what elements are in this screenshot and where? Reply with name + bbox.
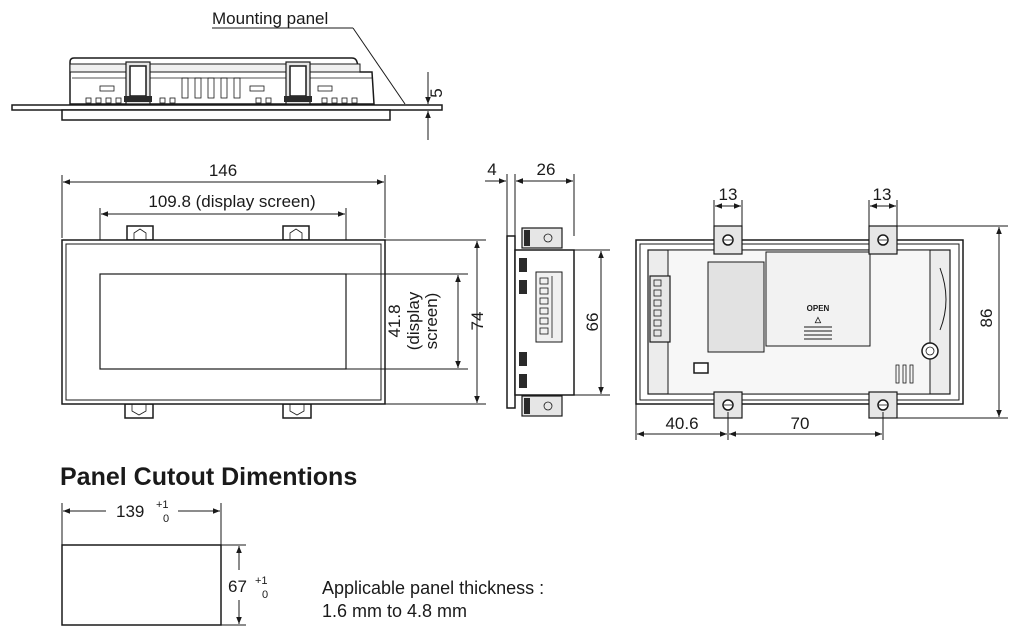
side-bracket-bottom xyxy=(521,395,563,417)
display-height-text1: (display xyxy=(404,291,423,350)
rear-battery-edge xyxy=(939,267,947,331)
panel-thickness-value: 5 xyxy=(427,88,446,97)
top-terminals xyxy=(85,97,358,104)
side-height-value: 66 xyxy=(583,313,602,332)
front-view: 146 109.8 (display screen) xyxy=(61,161,487,419)
cutout-height-value: 67 xyxy=(228,577,247,596)
rear-vents xyxy=(895,364,914,384)
panel-thickness-line1: Applicable panel thickness : xyxy=(322,578,544,598)
mounting-panel-label: Mounting panel xyxy=(212,9,328,28)
front-bezel xyxy=(61,109,391,121)
front-bracket-top-left xyxy=(126,225,154,241)
front-bracket-top-right xyxy=(282,225,310,241)
cutout-height-tol-upper: +1 xyxy=(255,575,268,587)
usb-port-icon xyxy=(693,362,709,374)
rear-round-button xyxy=(921,342,939,360)
top-view: Mounting panel 5 xyxy=(11,9,446,140)
front-bracket-bottom-left xyxy=(124,403,154,419)
cutout-width-value: 139 xyxy=(116,502,144,521)
front-height-value: 74 xyxy=(468,312,487,331)
rear-bracket-top-left xyxy=(713,225,743,255)
rear-pitch-value: 70 xyxy=(791,414,810,433)
panel-cutout: Panel Cutout Dimentions 139 +1 0 67 +1 0… xyxy=(60,463,544,626)
side-view: 4 26 xyxy=(485,160,610,417)
panel-thickness-line2: 1.6 mm to 4.8 mm xyxy=(322,601,467,621)
top-bracket-left xyxy=(124,61,152,105)
side-connector-1 xyxy=(519,258,527,272)
cutout-width-tol-upper: +1 xyxy=(156,499,169,511)
rear-height-value: 86 xyxy=(977,309,996,328)
side-bezel xyxy=(506,235,516,409)
display-height-value: 41.8 xyxy=(385,304,404,337)
side-bezel-value: 4 xyxy=(487,160,496,179)
top-bracket-right xyxy=(284,61,312,105)
rear-hole-right-value: 13 xyxy=(873,185,892,204)
side-connector-4 xyxy=(519,374,527,388)
cutout-heading: Panel Cutout Dimentions xyxy=(60,463,357,491)
rear-hole-left-value: 13 xyxy=(719,185,738,204)
cutout-height-tol-lower: 0 xyxy=(262,589,268,601)
side-connector-2 xyxy=(519,280,527,294)
rear-bracket-top-right xyxy=(868,225,898,255)
top-rail xyxy=(69,63,361,73)
display-height-text2: screen) xyxy=(422,293,441,350)
side-connector-3 xyxy=(519,352,527,366)
front-width-value: 146 xyxy=(209,161,237,180)
cutout-rectangle xyxy=(61,544,222,626)
side-terminal-block xyxy=(535,271,563,343)
rear-open-cover xyxy=(765,251,871,347)
rear-view: 13 13 OPEN △ xyxy=(635,185,1008,440)
rear-offset-value: 40.6 xyxy=(665,414,698,433)
rear-label-area xyxy=(707,261,765,353)
side-bracket-top xyxy=(521,227,563,249)
front-bracket-bottom-right xyxy=(282,403,312,419)
open-arrow-icon: △ xyxy=(814,315,822,324)
rear-terminal-strip xyxy=(649,275,671,343)
cutout-width-tol-lower: 0 xyxy=(163,513,169,525)
display-screen xyxy=(99,273,347,370)
top-vents xyxy=(99,77,333,99)
side-depth-value: 26 xyxy=(537,160,556,179)
open-grip-icon xyxy=(804,326,832,340)
open-label: OPEN xyxy=(807,304,830,313)
display-width-value: 109.8 (display screen) xyxy=(148,192,315,211)
mounting-panel-leader xyxy=(352,27,406,105)
